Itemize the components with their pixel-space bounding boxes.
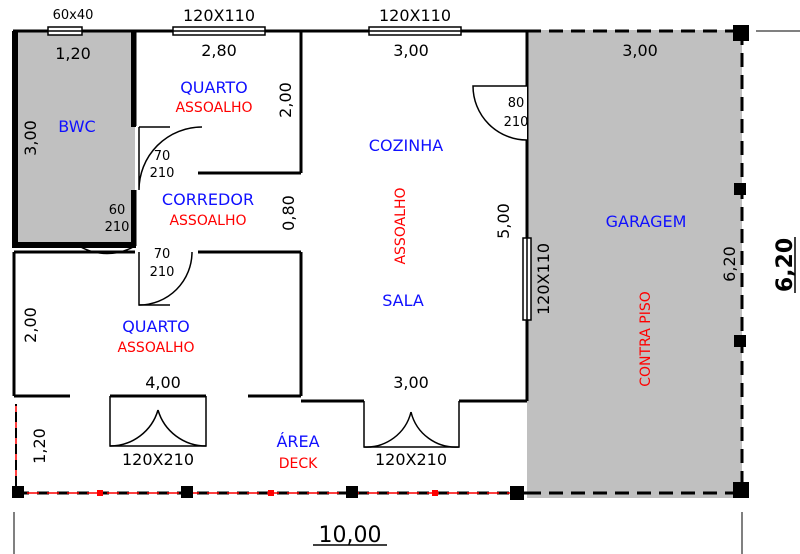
- floor-garagem: CONTRA PISO: [638, 291, 654, 386]
- windows: [47, 26, 532, 321]
- cozinha-width-label: 3,00: [393, 41, 429, 60]
- garagem-height-label: 6,20: [720, 246, 739, 282]
- room-quarto-top: QUARTO: [180, 78, 248, 97]
- sala-ext-door-label: 120X210: [375, 450, 447, 469]
- garage-area: [527, 30, 742, 498]
- pillars: [12, 25, 749, 500]
- floor-quarto-bottom: ASSOALHO: [117, 340, 194, 356]
- total-width-line: [13, 512, 743, 554]
- cozinha-door-w: 80: [508, 96, 525, 111]
- quarto-top-width-label: 2,80: [201, 41, 237, 60]
- window-quarto-label: 120X110: [183, 6, 255, 25]
- window-cozinha-label: 120X110: [379, 6, 451, 25]
- total-height-label: 6,20: [773, 238, 798, 292]
- bwc-door-h: 210: [105, 220, 130, 235]
- window-sala-label: 120X110: [534, 243, 553, 315]
- room-corredor: CORREDOR: [162, 190, 254, 209]
- deck-boundary: [15, 404, 527, 495]
- sala-height-label: 5,00: [494, 203, 513, 239]
- bwc-wall-right-bottom: [131, 190, 136, 247]
- bwc-wall-left: [12, 31, 18, 247]
- room-cozinha: COZINHA: [369, 136, 443, 155]
- window-bwc-label: 60x40: [53, 8, 94, 23]
- floor-quarto-top: ASSOALHO: [175, 100, 252, 116]
- room-area: ÁREA: [276, 432, 319, 451]
- room-bwc: BWC: [58, 117, 95, 136]
- garagem-width-label: 3,00: [622, 41, 658, 60]
- doors: [78, 85, 528, 448]
- floor-area: DECK: [279, 456, 318, 472]
- bwc-wall-right-top: [131, 31, 136, 127]
- quarto-top-door-h: 210: [150, 166, 175, 181]
- room-sala: SALA: [382, 291, 424, 310]
- bwc-height-label: 3,00: [21, 120, 40, 156]
- bwc-wall-bottom: [12, 242, 136, 248]
- quarto-ext-door-label: 120X210: [122, 450, 194, 469]
- cozinha-door-h: 210: [504, 115, 529, 130]
- bwc-width-label: 1,20: [55, 44, 91, 63]
- room-quarto-bottom: QUARTO: [122, 317, 190, 336]
- quarto-bottom-width-label: 4,00: [145, 373, 181, 392]
- floor-corredor: ASSOALHO: [169, 213, 246, 229]
- sala-width-label: 3,00: [393, 373, 429, 392]
- quarto-bottom-height-label: 2,00: [21, 307, 40, 343]
- quarto-bottom-door-w: 70: [154, 247, 171, 262]
- garage-boundary: [527, 29, 744, 495]
- total-width-label: 10,00: [319, 523, 382, 548]
- quarto-bottom-door-h: 210: [150, 265, 175, 280]
- quarto-top-height-label: 2,00: [276, 82, 295, 118]
- bwc-door-w: 60: [109, 203, 126, 218]
- corredor-width-label: 0,80: [279, 195, 298, 231]
- area-height-label: 1,20: [30, 428, 49, 464]
- floor-cozinha-sala: ASSOALHO: [393, 187, 409, 264]
- room-garagem: GARAGEM: [606, 212, 687, 231]
- quarto-top-door-w: 70: [154, 149, 171, 164]
- bathroom-area: [15, 31, 135, 245]
